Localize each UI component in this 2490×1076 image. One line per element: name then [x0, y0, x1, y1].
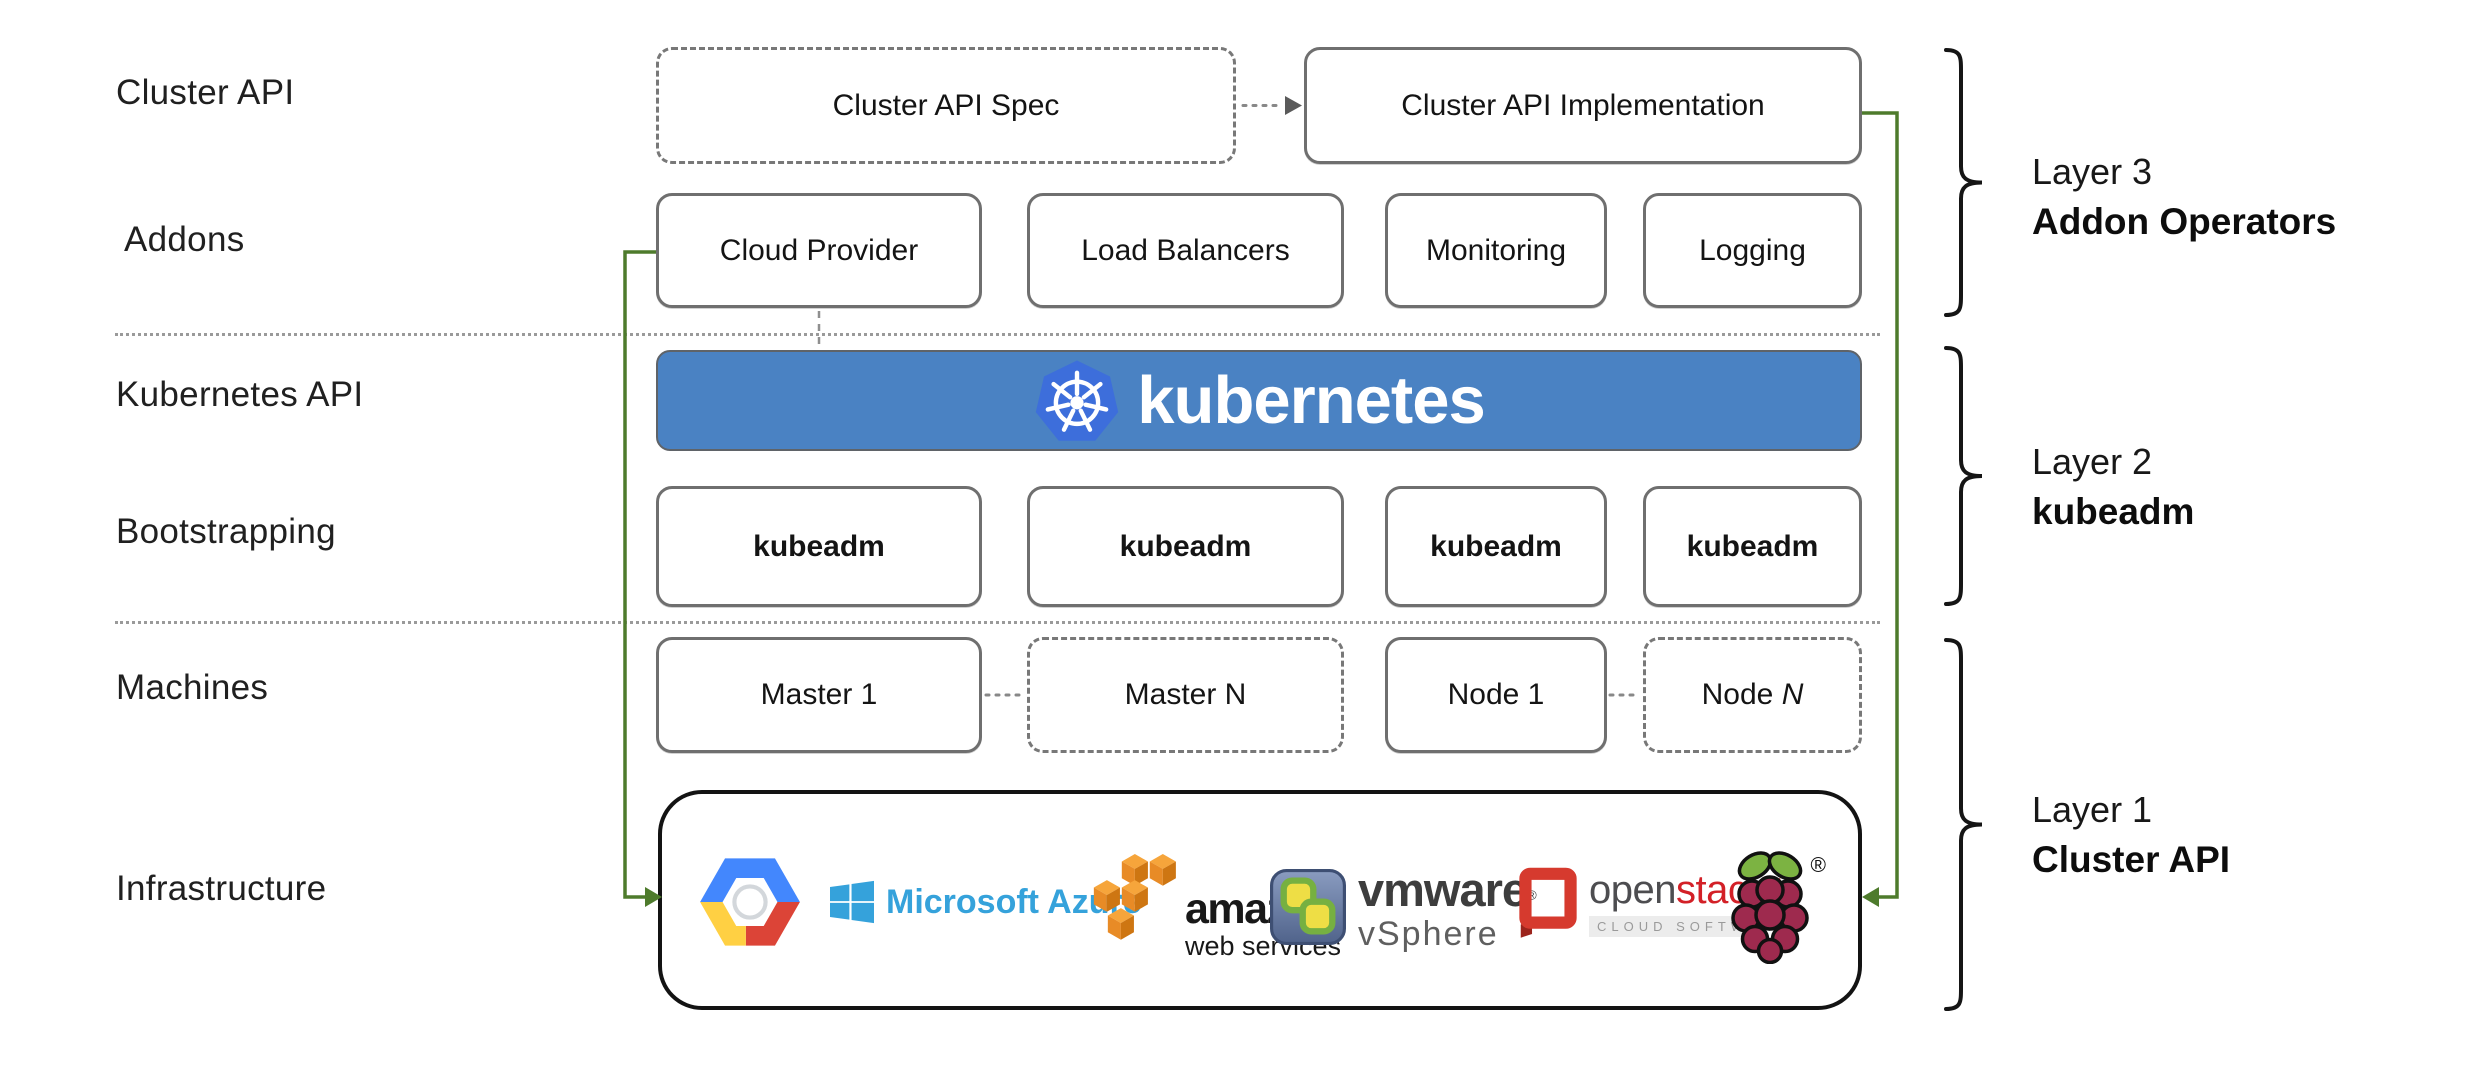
raspberry-pi-icon — [1731, 851, 1809, 964]
vsphere-text: vSphere — [1358, 915, 1499, 953]
google-cloud-icon — [700, 858, 800, 946]
openstack-cube-icon — [1519, 867, 1577, 938]
kubeadm-box-1: kubeadm — [656, 486, 982, 607]
kubernetes-logo-icon — [1036, 360, 1119, 441]
kubeadm-label: kubeadm — [753, 529, 885, 563]
cluster-api-spec-label: Cluster API Spec — [832, 88, 1060, 122]
kubeadm-box-4: kubeadm — [1643, 486, 1862, 607]
kubernetes-banner: kubernetes — [656, 350, 1862, 451]
layer-3-subtitle: Addon Operators — [2032, 201, 2337, 242]
kubeadm-box-2: kubeadm — [1027, 486, 1344, 607]
layer-2-subtitle: kubeadm — [2032, 491, 2195, 532]
master-1-box: Master 1 — [656, 637, 982, 753]
row-label-cluster-api: Cluster API — [116, 73, 295, 112]
layer-1-brace — [1944, 638, 1983, 1011]
layer-2-label: Layer 2 kubeadm — [2032, 437, 2194, 537]
separator-bootstrapping-machines — [115, 621, 1880, 624]
master-1-label: Master 1 — [760, 678, 878, 711]
addon-logging-label: Logging — [1699, 233, 1806, 267]
cluster-api-implementation-box: Cluster API Implementation — [1304, 47, 1862, 164]
kubernetes-wordmark: kubernetes — [1137, 363, 1485, 438]
row-label-kubernetes-api: Kubernetes API — [116, 375, 364, 414]
layer-3-label: Layer 3 Addon Operators — [2032, 147, 2336, 247]
raspberry-pi-logo: ® — [1724, 844, 1826, 964]
aws-cubes-icon — [1093, 854, 1176, 940]
openstack-open-text: open — [1589, 867, 1676, 912]
layer-1-subtitle: Cluster API — [2032, 839, 2231, 880]
layer-1-label: Layer 1 Cluster API — [2032, 785, 2230, 885]
openstack-logo: openstack™ CLOUD SOFTWARE — [1517, 866, 1784, 938]
spec-to-implementation-arrow — [1241, 96, 1302, 115]
kubeadm-label: kubeadm — [1430, 529, 1562, 563]
row-label-machines: Machines — [116, 668, 269, 707]
cluster-api-implementation-label: Cluster API Implementation — [1401, 88, 1765, 122]
addon-monitoring-box: Monitoring — [1385, 193, 1607, 308]
node-n-box: Node N — [1643, 637, 1862, 753]
azure-window-icon — [830, 880, 874, 924]
row-label-infrastructure: Infrastructure — [116, 869, 327, 908]
openstack-text: openstack™ CLOUD SOFTWARE — [1589, 867, 1784, 937]
separator-addons-kubernetes — [115, 333, 1880, 336]
master-n-box: Master N — [1027, 637, 1344, 753]
kubeadm-label: kubeadm — [1119, 529, 1252, 563]
layer-3-title: Layer 3 — [2032, 151, 2153, 192]
vmware-text: vmware® vSphere — [1358, 866, 1537, 951]
vmware-wordmark: vmware — [1358, 863, 1528, 916]
master-n-label: Master N — [1124, 678, 1247, 711]
kubeadm-label: kubeadm — [1686, 529, 1819, 563]
layer-2-title: Layer 2 — [2032, 441, 2153, 482]
node-n-label: Node N — [1701, 678, 1804, 711]
kubeadm-box-3: kubeadm — [1385, 486, 1607, 607]
implementation-to-infrastructure-arrow — [1862, 111, 1899, 907]
node-1-box: Node 1 — [1385, 637, 1607, 753]
addon-monitoring-label: Monitoring — [1425, 233, 1567, 267]
addon-load-balancers-label: Load Balancers — [1081, 233, 1290, 267]
layer-2-brace — [1944, 346, 1983, 606]
addon-cloud-provider-label: Cloud Provider — [719, 233, 919, 267]
addon-logging-box: Logging — [1643, 193, 1862, 308]
cluster-api-spec-box: Cluster API Spec — [656, 47, 1236, 164]
row-label-addons: Addons — [124, 220, 245, 259]
addon-cloud-provider-box: Cloud Provider — [656, 193, 982, 308]
layer-3-brace — [1944, 48, 1983, 317]
raspberry-pi-registered-mark: ® — [1810, 854, 1826, 877]
infrastructure-box: Microsoft Azure — [658, 790, 1862, 1010]
vsphere-icon — [1270, 868, 1346, 945]
google-cloud-logo — [698, 850, 802, 954]
addon-load-balancers-box: Load Balancers — [1027, 193, 1344, 308]
node-1-label: Node 1 — [1447, 678, 1545, 711]
layer-1-title: Layer 1 — [2032, 789, 2153, 830]
vmware-registered-mark: ® — [1527, 887, 1537, 903]
vmware-vsphere-logo: vmware® vSphere — [1270, 862, 1537, 951]
row-label-bootstrapping: Bootstrapping — [116, 512, 336, 551]
